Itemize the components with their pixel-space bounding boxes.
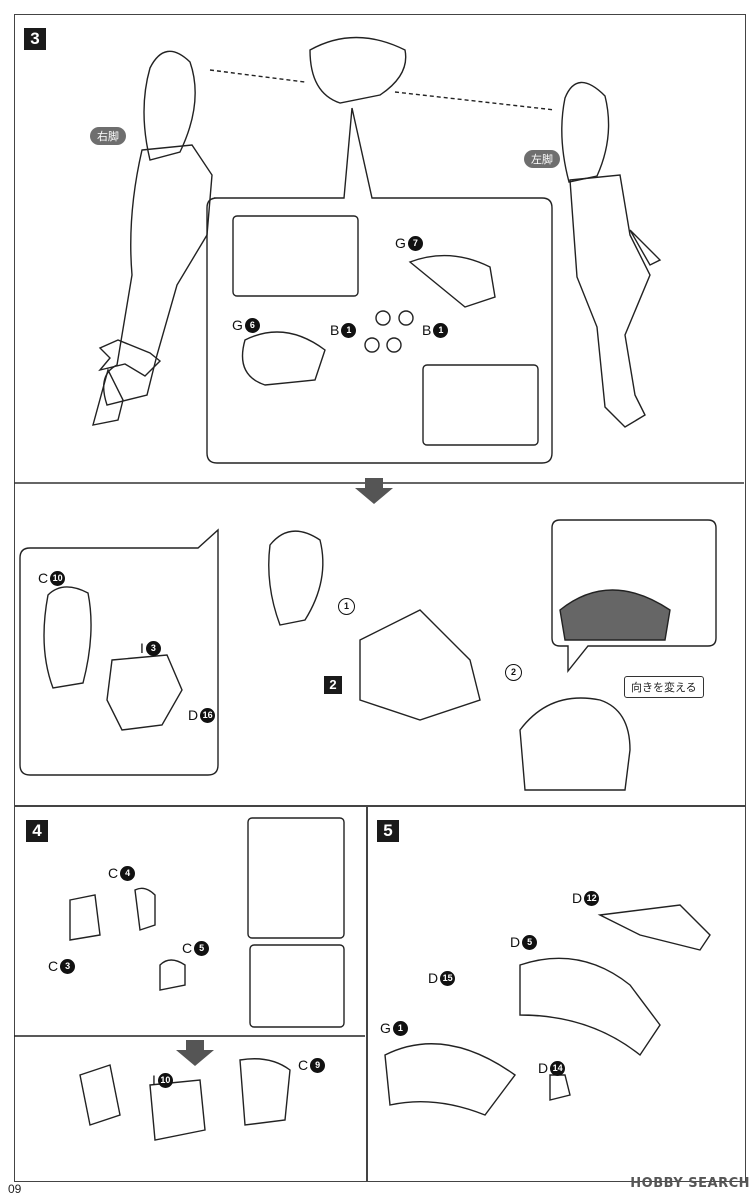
arrow-2-marker: 2	[505, 664, 522, 681]
step3-panel	[14, 14, 746, 806]
brand-watermark: HOBBY SEARCH	[630, 1176, 750, 1191]
step5-panel	[367, 806, 746, 1182]
rotate-hint: 向きを変える	[624, 676, 704, 698]
step5-number: 5	[377, 820, 399, 842]
left-leg-label: 左脚	[524, 150, 560, 168]
step4-panel	[14, 806, 367, 1182]
page-number: 09	[8, 1182, 22, 1196]
step4-number: 4	[26, 820, 48, 842]
step3-number: 3	[24, 28, 46, 50]
right-leg-label: 右脚	[90, 127, 126, 145]
arrow-1-marker: 1	[338, 598, 355, 615]
step2-reference: 2	[324, 676, 342, 694]
